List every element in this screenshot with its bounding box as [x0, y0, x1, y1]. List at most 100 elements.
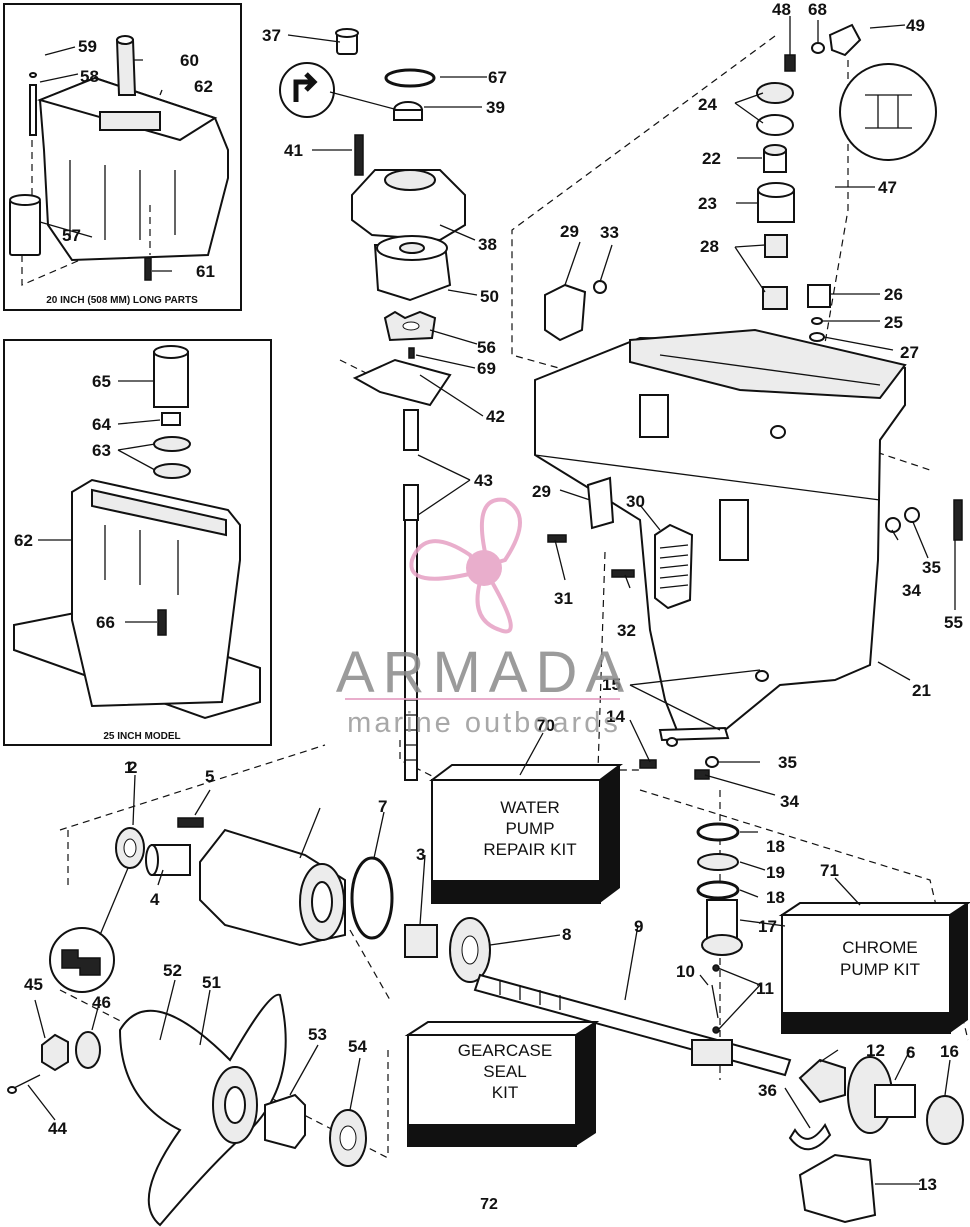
- gearcase-housing: [534, 328, 907, 742]
- callout-35b: 35: [778, 753, 797, 772]
- callout-66: 66: [96, 613, 115, 632]
- callout-39: 39: [486, 98, 505, 117]
- chrome-pump-kit-line-2: PUMP KIT: [840, 960, 920, 979]
- gearcase-seal-kit-line-2: SEAL: [483, 1062, 526, 1081]
- kit-box-gearcase-seal: [404, 1021, 600, 1147]
- callout-26: 26: [884, 285, 903, 304]
- callout-42: 42: [486, 407, 505, 426]
- callout-45: 45: [24, 975, 43, 994]
- propeller-assembly: [7, 993, 367, 1227]
- water-pump-assembly: [335, 28, 466, 781]
- callout-53: 53: [308, 1025, 327, 1044]
- callout-23: 23: [698, 194, 717, 213]
- kit-box-water-pump: [429, 764, 623, 904]
- callout-57: 57: [62, 226, 81, 245]
- callout-58: 58: [80, 67, 99, 86]
- callout-18a: 18: [766, 837, 785, 856]
- water-pump-kit-line-1: WATER: [500, 798, 560, 817]
- watermark-tagline: marine outboards: [347, 707, 621, 739]
- callout-71: 71: [820, 861, 839, 880]
- gearcase-seal-kit-line-1: GEARCASE: [458, 1041, 552, 1060]
- callout-62b: 62: [14, 531, 33, 550]
- watermark-brand: ARMADA: [336, 640, 632, 705]
- callout-6: 6: [906, 1043, 915, 1062]
- callout-17: 17: [758, 917, 777, 936]
- propeller-logo-icon: [409, 497, 522, 634]
- callout-56: 56: [477, 338, 496, 357]
- callout-62a: 62: [194, 77, 213, 96]
- callout-25: 25: [884, 313, 903, 332]
- callout-68: 68: [808, 0, 827, 19]
- callout-18b: 18: [766, 888, 785, 907]
- callout-8: 8: [562, 925, 571, 944]
- callout-21: 21: [912, 681, 931, 700]
- callout-24: 24: [698, 95, 717, 114]
- callout-19: 19: [766, 863, 785, 882]
- callout-30: 30: [626, 492, 645, 511]
- callout-41: 41: [284, 141, 303, 160]
- callout-11: 11: [756, 979, 774, 998]
- callout-61: 61: [196, 262, 215, 281]
- callout-numbers: 1 3 4 5 6 7 8 9 10 11 12 13 14 15 16 17 …: [14, 0, 963, 1194]
- callout-29a: 29: [560, 222, 579, 241]
- callout-54: 54: [348, 1037, 367, 1056]
- callout-50: 50: [480, 287, 499, 306]
- callout-37: 37: [262, 26, 281, 45]
- callout-49: 49: [906, 16, 925, 35]
- callout-4: 4: [150, 890, 160, 909]
- page-number: 72: [480, 1196, 498, 1213]
- callout-3: 3: [416, 845, 425, 864]
- callout-15: 15: [602, 675, 621, 694]
- callout-46: 46: [92, 993, 111, 1012]
- water-pump-kit-line-3: REPAIR KIT: [483, 840, 576, 859]
- callout-48: 48: [772, 0, 791, 19]
- inset-20-inch-long-parts: [3, 3, 242, 311]
- callout-5: 5: [205, 767, 214, 786]
- callout-13: 13: [918, 1175, 937, 1194]
- callout-65: 65: [92, 372, 111, 391]
- callout-63: 63: [92, 441, 111, 460]
- inset-top-caption: 20 INCH (508 MM) LONG PARTS: [46, 295, 198, 306]
- kit-labels: WATER PUMP REPAIR KIT CHROME PUMP KIT GE…: [458, 798, 920, 1102]
- callout-28: 28: [700, 237, 719, 256]
- callout-36: 36: [758, 1081, 777, 1100]
- callout-55: 55: [944, 613, 963, 632]
- callout-69: 69: [477, 359, 496, 378]
- callout-16: 16: [940, 1042, 959, 1061]
- callout-67: 67: [488, 68, 507, 87]
- callout-31: 31: [554, 589, 573, 608]
- inset-25-inch-model: [3, 339, 272, 746]
- callout-27: 27: [900, 343, 919, 362]
- callout-2: 2: [128, 758, 137, 777]
- callout-59: 59: [78, 37, 97, 56]
- callout-34a: 34: [902, 581, 921, 600]
- callout-35a: 35: [922, 558, 941, 577]
- callout-52: 52: [163, 961, 182, 980]
- callout-43: 43: [474, 471, 493, 490]
- gearcase-seal-kit-line-3: KIT: [492, 1083, 518, 1102]
- lower-gear-train: [115, 817, 964, 1224]
- detail-symbols: [49, 62, 399, 993]
- callout-14: 14: [606, 707, 625, 726]
- callout-1: 1: [124, 758, 133, 777]
- callout-38: 38: [478, 235, 497, 254]
- callout-10: 10: [676, 962, 695, 981]
- callout-60: 60: [180, 51, 199, 70]
- callout-47: 47: [878, 178, 897, 197]
- callout-64: 64: [92, 415, 111, 434]
- kit-box-chrome-pump: [778, 902, 970, 1034]
- callout-44: 44: [48, 1119, 67, 1138]
- callout-33: 33: [600, 223, 619, 242]
- callout-7: 7: [378, 797, 387, 816]
- callout-70: 70: [536, 716, 555, 735]
- callout-12: 12: [866, 1041, 885, 1060]
- water-pump-kit-line-2: PUMP: [505, 819, 554, 838]
- callout-51: 51: [202, 973, 221, 992]
- shift-rod-parts: [544, 23, 963, 780]
- callout-22: 22: [702, 149, 721, 168]
- callout-29b: 29: [532, 482, 551, 501]
- inset-bottom-caption: 25 INCH MODEL: [103, 731, 180, 742]
- callout-34b: 34: [780, 792, 799, 811]
- chrome-pump-kit-line-1: CHROME: [842, 938, 918, 957]
